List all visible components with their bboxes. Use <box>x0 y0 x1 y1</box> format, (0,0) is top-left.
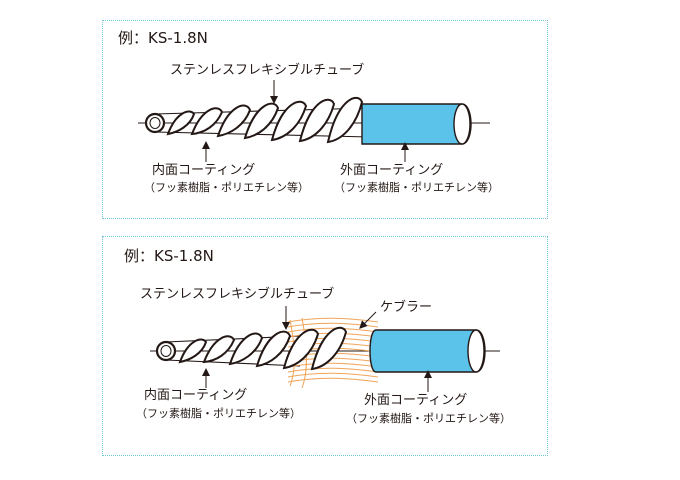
example-label: 例：KS-1.8N <box>124 247 214 265</box>
tube-label: ステンレスフレキシブルチューブ <box>170 63 365 78</box>
tube-label: ステンレスフレキシブルチューブ <box>140 287 335 302</box>
example-label: 例：KS-1.8N <box>118 29 208 47</box>
kevlar-pointer <box>359 311 377 329</box>
diagram-panel-ks18n-kevlar <box>102 236 548 456</box>
tube-assembly-1 <box>138 80 490 162</box>
outer-coating-note: （フッ素樹脂・ポリエチレン等） <box>334 181 499 194</box>
stainless-coil <box>166 96 364 144</box>
outer-coating-note: （フッ素樹脂・ポリエチレン等） <box>346 412 511 425</box>
outer-coating-label: 外面コーティング <box>364 393 468 408</box>
inner-coating-label: 内面コーティング <box>152 163 256 178</box>
diagram-panel-ks18n <box>102 20 548 219</box>
outer-coating-label: 外面コーティング <box>340 163 444 178</box>
tube-bore <box>149 117 161 129</box>
outer-coating-cylinder <box>369 329 486 373</box>
tube-bore <box>160 345 172 357</box>
outer-coating-cylinder <box>361 103 472 145</box>
inner-coating-note: （フッ素樹脂・ポリエチレン等） <box>136 407 301 420</box>
stainless-coil <box>178 326 348 371</box>
inner-coating-label: 内面コーティング <box>144 388 248 403</box>
kevlar-label: ケブラー <box>380 300 433 315</box>
inner-coating-note: （フッ素樹脂・ポリエチレン等） <box>144 181 309 194</box>
tube-assembly-2 <box>150 306 500 392</box>
